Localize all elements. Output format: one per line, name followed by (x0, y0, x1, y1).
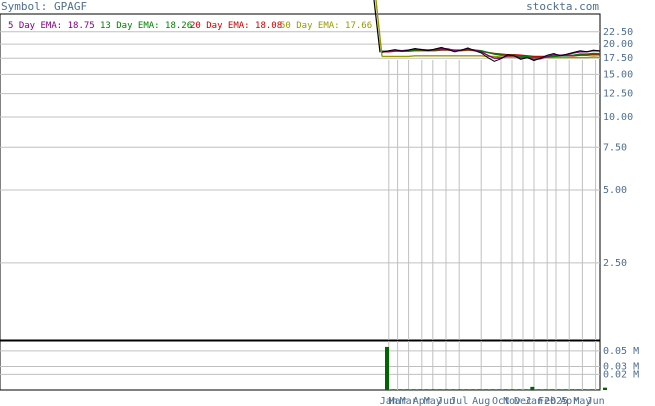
price-line (381, 46, 601, 62)
price-tick-label: 22.50 (603, 27, 633, 38)
price-tick-label: 5.00 (603, 185, 627, 196)
volume-bar (497, 389, 502, 391)
month-tick-label: Oct (492, 396, 510, 406)
volume-panel (0, 340, 601, 391)
volume-bar (457, 389, 462, 391)
volume-bar (543, 389, 548, 391)
volume-tick-label: 0.05 M (603, 346, 639, 357)
month-tick-label: Jun (587, 396, 605, 406)
legend-ema13: 13 Day EMA: 18.26 (100, 21, 192, 31)
volume-bar (536, 389, 541, 391)
volume-bar (550, 389, 555, 391)
volume-bar (404, 389, 409, 391)
volume-tick-label: 0.03 M (603, 362, 639, 373)
volume-bar (603, 387, 607, 390)
price-panel (0, 13, 601, 341)
volume-bar (398, 389, 403, 391)
series-lines (373, 0, 601, 62)
volume-bar (477, 389, 482, 391)
price-tick-label: 7.50 (603, 142, 627, 153)
symbol-label: Symbol: GPAGF (1, 0, 87, 13)
month-tick-label: Mar (389, 396, 407, 406)
volume-bars (385, 346, 607, 391)
volume-bar (563, 389, 568, 391)
month-tick-label: Aug (472, 396, 490, 406)
price-tick-label: 10.00 (603, 112, 633, 123)
volume-bar (470, 389, 475, 391)
volume-bar (437, 389, 442, 391)
month-tick-label: Jun (437, 396, 455, 406)
month-tick-label: Mar (400, 396, 418, 406)
volume-bar (391, 389, 396, 391)
month-tick-label: Jul (450, 396, 468, 406)
volume-bar (451, 389, 456, 391)
volume-bar (589, 389, 594, 391)
legend-ema20: 20 Day EMA: 18.08 (190, 21, 282, 31)
volume-bar (517, 389, 522, 391)
price-tick-label: 17.50 (603, 53, 633, 64)
site-label: stockta.com (526, 0, 599, 13)
volume-tick-label: 0.02 M (603, 369, 639, 380)
volume-bar (431, 389, 436, 391)
price-tick-label: 12.50 (603, 89, 633, 100)
month-tick-label: Nov (503, 396, 521, 406)
volume-bar (523, 389, 528, 391)
volume-axis: 0.05 M 0.03 M0.02 M (603, 346, 639, 381)
volume-bar (556, 389, 561, 391)
volume-bar (444, 389, 449, 391)
month-tick-label: Jan (525, 396, 543, 406)
volume-bar (490, 389, 495, 391)
month-tick-label: Feb (538, 396, 556, 406)
ema13-line (382, 48, 601, 59)
volume-bar (576, 389, 581, 391)
volume-bar (464, 389, 469, 391)
grid-lines (0, 31, 600, 390)
month-tick-label: Dec (514, 396, 532, 406)
volume-bar (418, 389, 423, 391)
volume-bar (596, 389, 601, 391)
volume-bar (484, 389, 489, 391)
legend-ema50: 50 Day EMA: 17.66 (280, 21, 372, 31)
volume-bar (530, 386, 535, 390)
ema50-entry-line (375, 0, 383, 57)
volume-bar (385, 346, 389, 390)
volume-bar (569, 389, 574, 391)
price-tick-label: 2.50 (603, 258, 627, 269)
month-tick-label: Apr (560, 396, 578, 406)
volume-bar (503, 389, 508, 391)
price-tick-label: 20.00 (603, 39, 633, 50)
price-tick-label: 15.00 (603, 69, 633, 80)
volume-bar (424, 389, 429, 391)
month-tick-label: May (424, 396, 442, 406)
volume-bar (510, 389, 515, 391)
ema-legend: 5 Day EMA: 18.75 13 Day EMA: 18.26 20 Da… (8, 21, 372, 31)
month-tick-label: Apr (413, 396, 431, 406)
month-tick-label: Jan (380, 396, 398, 406)
volume-bar (411, 389, 416, 391)
price-entry-line (373, 0, 381, 53)
month-tick-label: 2025 (544, 396, 568, 406)
volume-bar (583, 389, 588, 391)
legend-ema5: 5 Day EMA: 18.75 (8, 21, 95, 31)
month-tick-label: May (573, 396, 591, 406)
